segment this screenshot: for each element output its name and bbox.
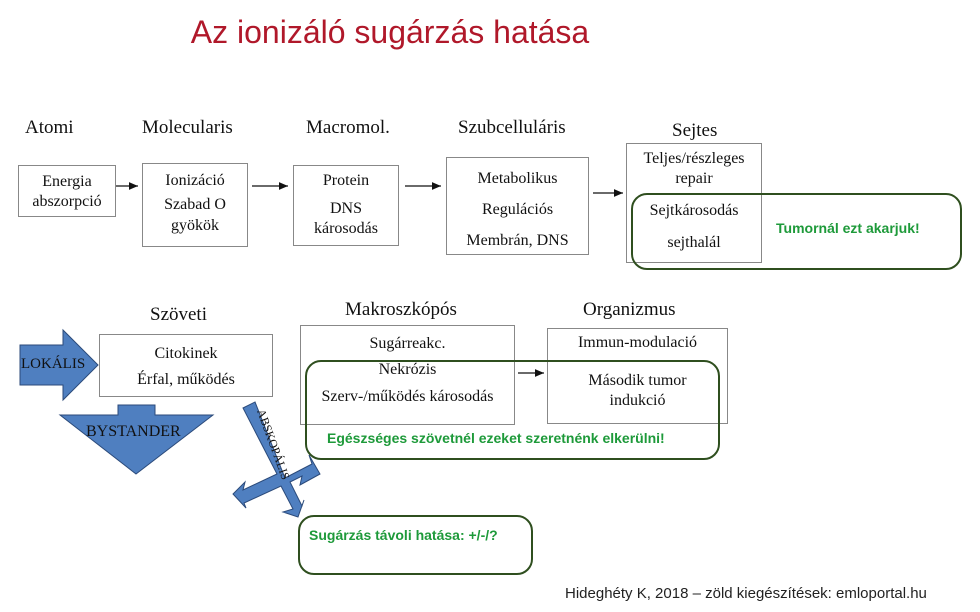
box-macromol: Protein DNS károsodás [293,165,399,246]
item-sejthalal: sejthalál [667,234,721,251]
distant-effect-box [298,515,533,575]
item-energia: Energia [42,173,92,190]
item-karosodas: károsodás [314,220,378,237]
item-dns: DNS [329,200,362,217]
item-ionizacio: Ionizáció [165,172,225,189]
box-molecularis: Ionizáció Szabad O gyökök [142,163,248,247]
lokalis-arrow-shape [19,328,99,402]
note-healthy: Egészséges szövetnél ezeket szeretnénk e… [327,430,665,446]
box-organizmus: Immun-modulació Második tumor indukció [547,328,728,424]
item-protein: Protein [322,172,370,189]
header-makroszkopos: Makroszkópós [345,299,457,320]
header-sejtes: Sejtes [672,120,718,141]
item-szerv-karosodas: Szerv-/működés károsodás [321,387,494,405]
box-atomi: Energia abszorpció [18,165,116,217]
note-tumor: Tumornál ezt akarjuk! [776,220,920,236]
item-repair-2: repair [675,170,713,187]
footer-credit: Hideghéty K, 2018 – zöld kiegészítések: … [565,585,927,602]
box-szubcellularis: Metabolikus Regulációs Membrán, DNS [446,157,589,255]
item-immun: Immun-modulació [577,334,698,351]
item-szabad-o: Szabad O [164,196,226,213]
healthy-highlight [305,360,720,460]
box-sejtes: Teljes/részleges repair Sejtkárosodás se… [626,143,762,263]
bystander-arrow-shape [58,404,215,475]
item-sugarreakc: Sugárreakc. [369,335,446,352]
item-repair-1: Teljes/részleges [643,150,745,167]
note-distant: Sugárzás távoli hatása: +/-/? [309,527,498,543]
lokalis-label: LOKÁLIS [21,356,86,372]
item-metabolikus: Metabolikus [477,170,558,187]
tumor-highlight [631,193,962,270]
header-szoveti: Szöveti [150,304,207,325]
header-organizmus: Organizmus [583,299,676,320]
bystander-label: BYSTANDER [86,423,181,440]
item-erfal: Érfal, működés [137,370,235,388]
item-regulacios: Regulációs [481,201,554,219]
box-szoveti: Citokinek Érfal, működés [99,334,273,397]
item-sejtkarosodas: Sejtkárosodás [649,202,739,219]
item-abszorpcio: abszorpció [32,193,102,210]
box-makroszkopos: Sugárreakc. Nekrózis Szerv-/működés káro… [300,325,515,425]
item-nekrozis: Nekrózis [378,361,437,379]
abszkopalis-arrow-shape [232,401,321,518]
header-szubcellularis: Szubcelluláris [458,117,566,138]
header-molecularis: Molecularis [142,117,233,138]
item-indukcio: indukció [609,392,666,409]
header-atomi: Atomi [25,117,74,138]
item-citokinek: Citokinek [154,345,218,362]
item-gyokok: gyökök [171,216,219,234]
slide-title: Az ionizáló sugárzás hatása [190,14,590,50]
item-masodik-tumor: Második tumor [588,372,687,389]
header-macromol: Macromol. [306,117,390,138]
item-membran-dns: Membrán, DNS [466,232,569,250]
